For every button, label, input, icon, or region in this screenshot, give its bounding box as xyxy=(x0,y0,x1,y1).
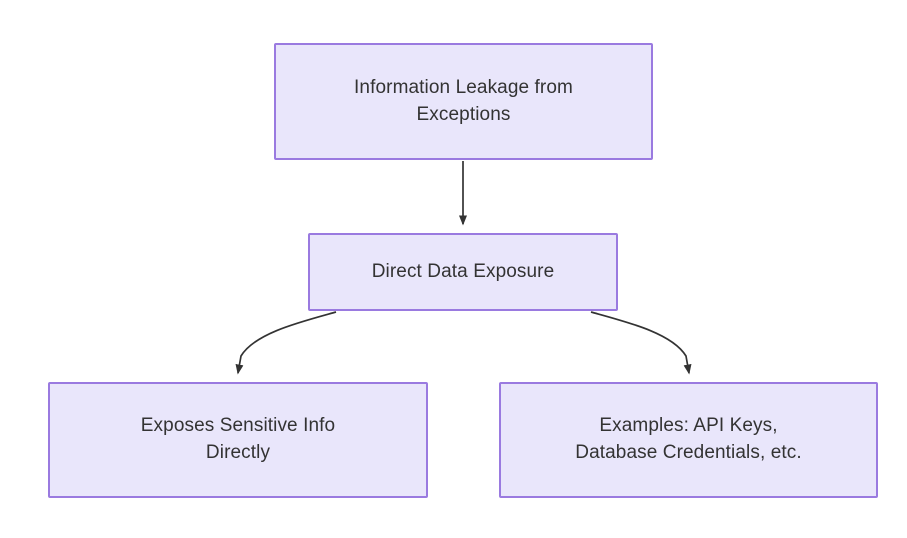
node-label: Examples: API Keys, Database Credentials… xyxy=(575,415,802,463)
edge-direct-to-exposes xyxy=(235,311,337,375)
node-information-leakage-from-exceptions[interactable]: Information Leakage from Exceptions xyxy=(274,43,653,160)
node-exposes-sensitive-info-directly[interactable]: Exposes Sensitive Info Directly xyxy=(48,382,428,498)
node-label: Direct Data Exposure xyxy=(371,260,555,282)
edge-direct-to-examples xyxy=(590,311,692,375)
node-label: Information Leakage from Exceptions xyxy=(354,76,573,125)
node-label: Exposes Sensitive Info Directly xyxy=(140,415,336,463)
node-examples-api-keys-database-credentials[interactable]: Examples: API Keys, Database Credentials… xyxy=(499,382,878,498)
node-direct-data-exposure[interactable]: Direct Data Exposure xyxy=(308,233,618,311)
